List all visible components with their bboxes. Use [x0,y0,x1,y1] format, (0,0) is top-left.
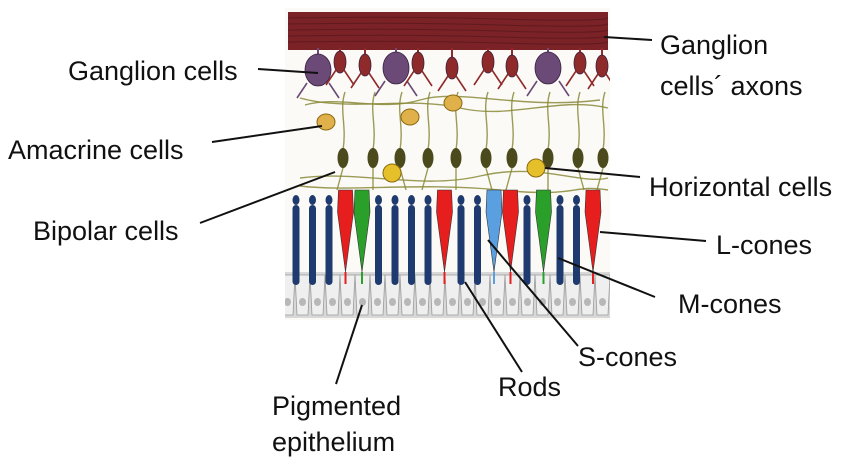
rod-nucleus [573,195,580,205]
epithelium-nucleus [569,298,576,306]
epithelium-nucleus [284,298,291,306]
epithelium-nucleus [404,298,411,306]
leader-l-cones [600,232,706,241]
rod-cell [375,205,382,285]
epithelium-nucleus [329,298,336,306]
rod-nucleus [425,195,432,205]
retina-illustration [278,8,616,320]
rod-nucleus [408,195,415,205]
ganglion-cell [334,51,346,73]
epithelium-nucleus [419,298,426,306]
label-rods: Rods [498,372,561,402]
rod-cell [524,205,531,285]
ganglion-cell [596,55,608,77]
label-horizontal-cells: Horizontal cells [649,172,832,202]
ganglion-cell [383,52,409,84]
epithelium-nucleus [389,298,396,306]
rod-cell [425,205,432,285]
rod-cell [474,205,481,285]
label-s-cones: S-cones [578,342,677,372]
epithelium-nucleus [344,298,351,306]
epithelium-nucleus [464,298,471,306]
label-bipolar-cells: Bipolar cells [33,216,179,246]
bipolar-cell [573,148,584,168]
epithelium-nucleus [374,298,381,306]
horizontal-cell [383,164,401,182]
bipolar-cell [451,148,462,168]
ganglion-cell [359,54,371,76]
label-pigmented-line2: epithelium [272,427,395,457]
horizontal-cell [527,159,545,177]
label-pigmented-line1: Pigmented [272,391,401,421]
rod-cell [326,205,333,285]
ganglion-cell [412,52,424,74]
rod-cell [573,205,580,285]
rod-nucleus [474,195,481,205]
epithelium-nucleus [434,298,441,306]
ganglion-cell [305,54,331,86]
rod-cell [557,205,564,285]
rod-nucleus [375,195,382,205]
ganglion-cell [482,51,494,73]
epithelium-cell [340,275,355,315]
rod-nucleus [326,195,333,205]
epithelium-nucleus [494,298,501,306]
amacrine-cell [401,109,419,125]
ganglion-cell [506,55,518,77]
label-ganglion-axons-line2: cells´ axons [660,71,803,101]
rod-cell [392,205,399,285]
epithelium-nucleus [299,298,306,306]
rod-cell [408,205,415,285]
epithelium-nucleus [509,298,516,306]
epithelium-nucleus [314,298,321,306]
rod-nucleus [293,195,300,205]
rod-nucleus [458,195,465,205]
leader-ganglion-axons [604,37,652,40]
bipolar-cell [368,148,379,168]
epithelium-nucleus [599,298,606,306]
rod-nucleus [392,195,399,205]
rod-cell [458,205,465,285]
rod-nucleus [524,195,531,205]
label-amacrine-cells: Amacrine cells [8,135,184,165]
epithelium-cell [595,275,610,315]
epithelium-nucleus [359,298,366,306]
rod-cell [293,205,300,285]
epithelium-nucleus [449,298,456,306]
ganglion-cell [574,52,586,74]
label-m-cones: M-cones [678,289,782,319]
bipolar-cell [507,148,518,168]
rod-nucleus [309,195,316,205]
ganglion-cell [446,57,458,79]
bipolar-cell [423,148,434,168]
epithelium-cell [505,275,520,315]
epithelium-nucleus [584,298,591,306]
ganglion-cell [535,52,561,84]
bipolar-cell [338,148,349,168]
amacrine-cell [317,114,335,130]
label-ganglion-cells: Ganglion cells [68,56,238,86]
rod-nucleus [557,195,564,205]
amacrine-cell [444,95,462,111]
epithelium-nucleus [554,298,561,306]
label-ganglion-axons-line1: Ganglion [660,30,768,60]
epithelium-cell [430,275,445,315]
epithelium-cell [490,275,505,315]
label-l-cones: L-cones [716,230,812,260]
bipolar-cell [481,148,492,168]
epithelium-nucleus [524,298,531,306]
rod-cell [309,205,316,285]
bipolar-cell [598,148,609,168]
